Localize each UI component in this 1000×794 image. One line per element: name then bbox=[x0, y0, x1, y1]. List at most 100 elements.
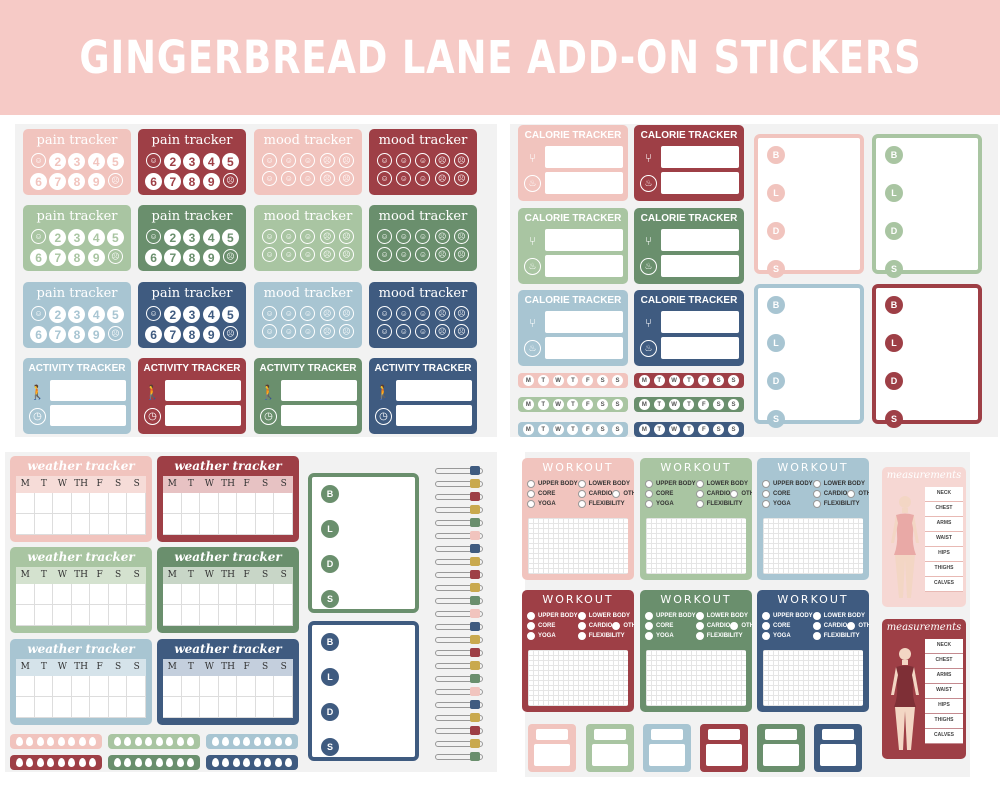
option-dot-icon bbox=[645, 500, 653, 508]
weather-cell bbox=[181, 584, 201, 605]
sticker-title: mood tracker bbox=[263, 286, 353, 301]
pain-number: 4 bbox=[87, 229, 105, 246]
scale-icon bbox=[757, 724, 805, 772]
option-label: CARDIO bbox=[823, 623, 848, 629]
option-dot-icon bbox=[762, 632, 770, 640]
raindrop-icon bbox=[89, 737, 97, 746]
option-label: CARDIO bbox=[706, 623, 731, 629]
raindrop-icon bbox=[232, 737, 240, 746]
emoji-face-icon: ☹ bbox=[453, 306, 469, 321]
option-label: YOGA bbox=[773, 633, 791, 639]
pain-number: 3 bbox=[183, 153, 201, 170]
weather-day-label: F bbox=[237, 659, 256, 676]
weather-cell bbox=[34, 676, 54, 697]
weather-day-label: T bbox=[34, 567, 54, 584]
pain-number: 8 bbox=[68, 249, 86, 266]
pain-number: 6 bbox=[145, 173, 163, 190]
option-dot-icon bbox=[762, 622, 770, 630]
raindrop-icon bbox=[253, 737, 261, 746]
option-label: OTHER bbox=[741, 491, 752, 497]
weather-day-label: T bbox=[181, 476, 201, 493]
clock-icon: ◷ bbox=[29, 408, 46, 425]
workout-option: CARDIO bbox=[577, 490, 613, 498]
sticker-title: WORKOUT bbox=[542, 593, 614, 606]
weather-cell bbox=[108, 605, 128, 626]
raindrop-icon bbox=[211, 737, 219, 746]
option-dot-icon bbox=[577, 622, 586, 630]
weather-cell bbox=[127, 514, 146, 535]
week-day-dot: S bbox=[727, 399, 739, 410]
meal-letter: S bbox=[321, 738, 339, 756]
emoji-face-icon: ☺ bbox=[377, 229, 393, 244]
weather-cell bbox=[108, 676, 128, 697]
pain-number: 2 bbox=[164, 153, 182, 170]
option-label: YOGA bbox=[538, 501, 556, 507]
week-day-dot: T bbox=[537, 399, 549, 410]
pain-number: 5 bbox=[106, 229, 124, 246]
spiral-ring-icon bbox=[435, 622, 483, 631]
emoji-face-icon: ☺ bbox=[377, 153, 393, 168]
weather-day-label: S bbox=[274, 476, 293, 493]
raindrop-icon bbox=[176, 758, 184, 767]
week-day-dot: T bbox=[683, 375, 695, 386]
emoji-face-icon: ☺ bbox=[396, 171, 412, 186]
week-day-dot: T bbox=[653, 375, 665, 386]
emoji-face-icon: ☺ bbox=[262, 171, 278, 186]
smile-face-icon: ☺ bbox=[146, 229, 162, 244]
measurement-row: HIPS bbox=[925, 547, 963, 562]
weather-cell bbox=[163, 605, 182, 626]
measurement-row: ARMS bbox=[925, 669, 963, 684]
emoji-face-icon: ☹ bbox=[338, 324, 354, 339]
week-day-dot: T bbox=[567, 424, 579, 435]
weather-day-label: W bbox=[200, 659, 219, 676]
pain-number: 6 bbox=[145, 326, 163, 343]
weather-day-label: M bbox=[16, 476, 35, 493]
pain-number: 5 bbox=[106, 306, 124, 323]
spiral-ring-icon bbox=[435, 583, 483, 592]
flame-icon: ♨ bbox=[524, 175, 541, 192]
weather-cell bbox=[200, 514, 219, 535]
weather-cell bbox=[90, 676, 109, 697]
week-day-dot: S bbox=[611, 399, 623, 410]
week-day-dot: S bbox=[597, 399, 609, 410]
option-dot-icon bbox=[847, 490, 856, 498]
raindrop-icon bbox=[15, 737, 23, 746]
meal-letter: L bbox=[767, 184, 785, 202]
spiral-ring-icon bbox=[435, 726, 483, 735]
pain-number: 9 bbox=[202, 249, 220, 266]
weather-cell bbox=[274, 605, 293, 626]
emoji-face-icon: ☺ bbox=[377, 306, 393, 321]
emoji-face-icon: ☺ bbox=[415, 247, 431, 262]
raindrop-icon bbox=[124, 737, 132, 746]
raindrop-strip bbox=[108, 755, 200, 770]
write-box bbox=[165, 405, 241, 426]
activity-tracker-sticker: ACTIVITY TRACKER🚶◷ bbox=[23, 358, 131, 434]
raindrop-strip bbox=[10, 734, 102, 749]
raindrop-icon bbox=[26, 758, 34, 767]
spiral-ring-icon bbox=[435, 661, 483, 670]
emoji-face-icon: ☺ bbox=[281, 171, 297, 186]
weather-cell bbox=[34, 493, 54, 514]
option-label: CARDIO bbox=[588, 491, 613, 497]
workout-option: CARDIO bbox=[577, 622, 612, 630]
weather-day-label: M bbox=[163, 567, 182, 584]
weather-cell bbox=[127, 605, 146, 626]
workout-option: YOGA bbox=[527, 500, 578, 508]
activity-tracker-sticker: ACTIVITY TRACKER🚶◷ bbox=[138, 358, 246, 434]
sticker-title: weather tracker bbox=[174, 550, 282, 564]
sticker-title: ACTIVITY TRACKER bbox=[143, 363, 241, 374]
emoji-face-icon: ☺ bbox=[262, 229, 278, 244]
sticker-title: WORKOUT bbox=[660, 461, 732, 474]
weather-cell bbox=[237, 697, 256, 718]
raindrop-icon bbox=[36, 737, 44, 746]
emoji-face-icon: ☹ bbox=[453, 153, 469, 168]
raindrop-strip bbox=[108, 734, 200, 749]
ring-tab bbox=[470, 726, 480, 735]
workout-option: CORE bbox=[645, 622, 696, 630]
emoji-face-icon: ☹ bbox=[434, 247, 450, 262]
